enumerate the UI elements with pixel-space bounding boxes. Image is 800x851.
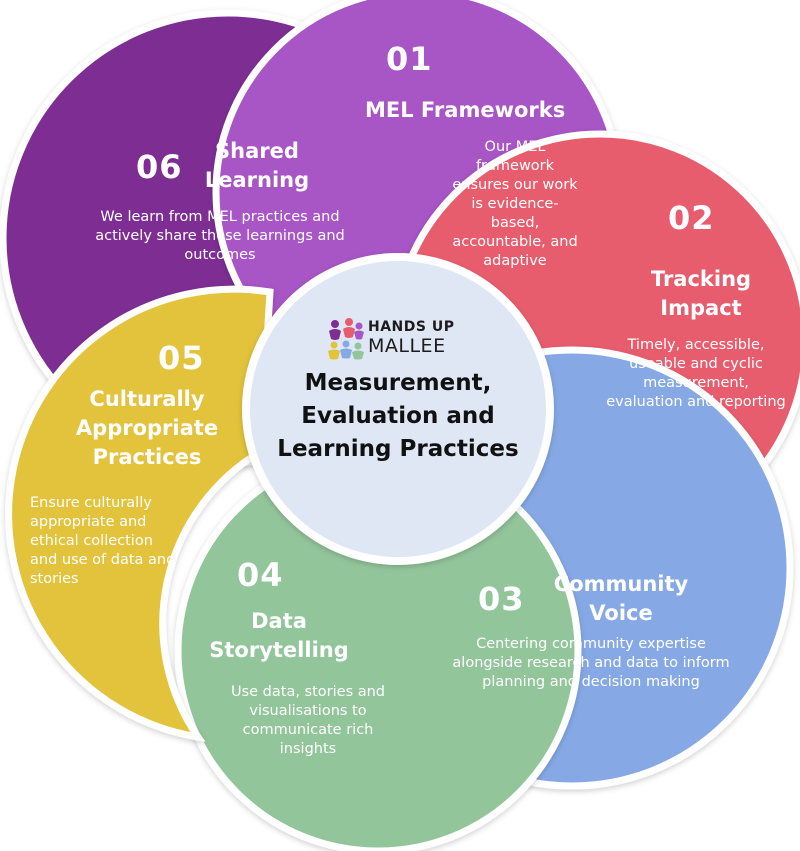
segment-05-description: Ensure culturally appropriate and ethica… [30, 495, 176, 587]
segment-04-description: Use data, stories and visualisations to … [230, 684, 386, 757]
petal-culturally-appropriate [5, 285, 274, 742]
segment-03-title: Community Voice [553, 572, 689, 625]
segment-06-title: Shared Learning [204, 139, 310, 192]
center-title: Measurement, Evaluation and Learning Pra… [277, 370, 519, 462]
segment-02-title: Tracking Impact [650, 267, 752, 320]
segment-03-description: Centering community expertise alongside … [452, 636, 730, 690]
center-circle [242, 253, 554, 565]
segment-04-number: 04 [237, 556, 284, 594]
segment-02-number: 02 [668, 199, 715, 237]
hands-figures-icon [328, 318, 364, 360]
segment-06-number: 06 [136, 148, 183, 186]
logo-line1: HANDS UP [368, 319, 455, 335]
segment-05-number: 05 [158, 339, 205, 377]
segment-04-title: Data Storytelling [209, 609, 349, 662]
hands-up-mallee-logo: HANDS UP MALLEE [327, 317, 487, 361]
segment-05-title: Culturally Appropriate Practices [75, 387, 219, 469]
segment-01-title: MEL Frameworks [365, 98, 566, 122]
segment-02-description: Timely, accessible, useable and cyclic m… [606, 337, 786, 410]
segment-03-number: 03 [478, 580, 525, 618]
segment-01-description: Our MEL framework ensures our work is ev… [452, 139, 578, 269]
logo-line2: MALLEE [368, 335, 446, 357]
segment-01-number: 01 [386, 40, 433, 78]
segment-06-description: We learn from MEL practices and actively… [95, 209, 345, 263]
